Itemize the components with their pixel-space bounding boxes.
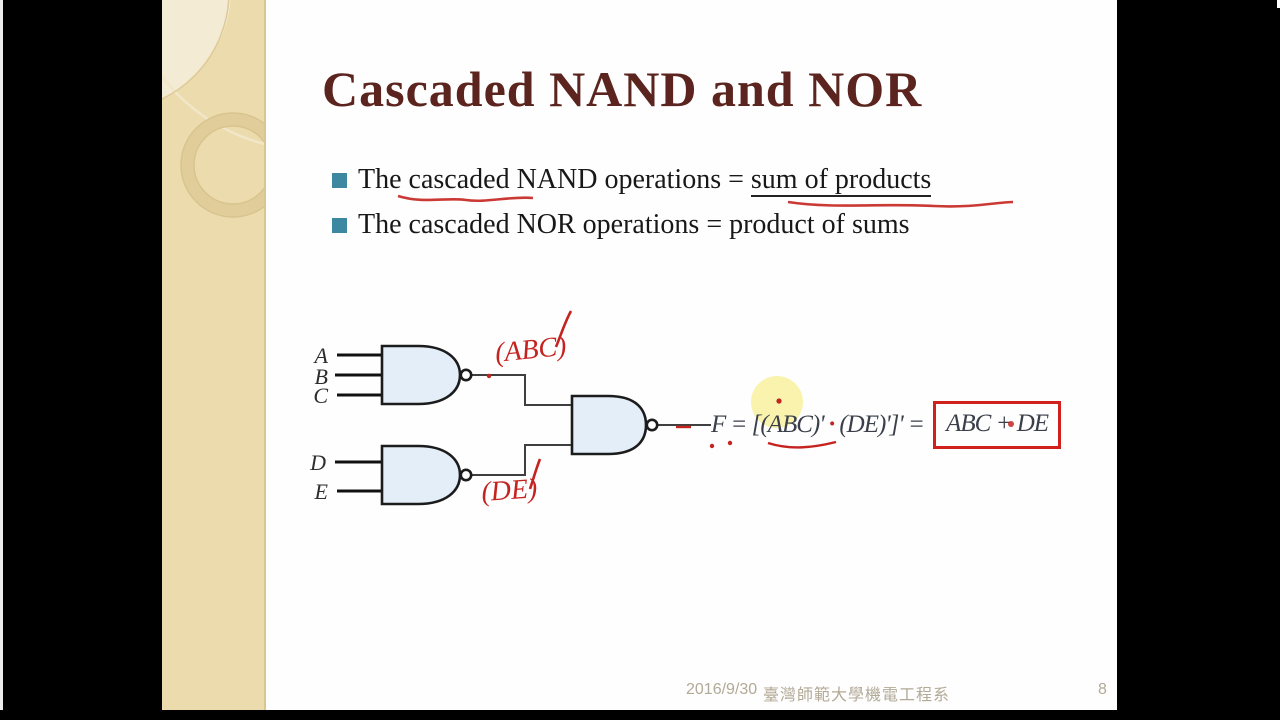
invert-bubble — [459, 468, 473, 482]
nand-gate-de — [380, 444, 462, 506]
slide-theme-sidebar — [162, 0, 499, 710]
underline-cascaded — [397, 194, 534, 203]
sidebar-decoration-art — [162, 0, 499, 710]
boolean-formula: F = [(ABC)' · (DE)']' = ABC + DE — [711, 399, 1062, 451]
formula-part3: (DE)']' = — [834, 411, 930, 438]
left-edge-sliver — [0, 0, 3, 714]
bullet-square-icon — [332, 173, 347, 188]
nand-gate-abc — [380, 344, 462, 406]
footer-page-number: 8 — [1098, 681, 1107, 698]
invert-bubble — [459, 368, 473, 382]
underline-sum-of-products — [787, 200, 1014, 208]
slide-footer: 2016/9/30 臺灣師範大學機電工程系 8 — [162, 681, 1117, 704]
input-labels: A B C D E — [309, 343, 328, 504]
slide-title: Cascaded NAND and NOR — [322, 61, 923, 117]
label-C: C — [313, 383, 328, 408]
bullet1-text: The cascaded NAND operations = sum of pr… — [358, 164, 932, 197]
corner-light-circle — [162, 0, 231, 98]
formula-abc-term: (ABC) — [760, 411, 820, 438]
formula-prime1: ' — [819, 411, 829, 438]
label-D: D — [309, 450, 326, 475]
formula-result: ABC + DE — [946, 410, 1049, 437]
label-E: E — [314, 479, 329, 504]
presentation-slide: Cascaded NAND and NOR The cascaded NAND … — [162, 0, 1117, 710]
top-right-notch — [1277, 0, 1280, 8]
bullet1-sum-of-products: sum of products — [750, 164, 932, 197]
bullet2-text: The cascaded NOR operations = product of… — [358, 209, 910, 240]
input-wires — [335, 353, 383, 493]
handwritten-abc-label: (ABC) — [493, 331, 567, 369]
bullet-item-1: The cascaded NAND operations = sum of pr… — [332, 164, 932, 197]
footer-date: 2016/9/30 — [686, 681, 758, 698]
bottom-letterbox-bar — [0, 710, 1280, 720]
formula-and-dot: · — [828, 411, 835, 438]
bullet1-pre: The — [358, 164, 409, 195]
bullet-square-icon — [332, 218, 347, 233]
invert-bubble — [645, 418, 659, 432]
label-A: A — [313, 343, 329, 368]
abc-prime-tick — [554, 310, 573, 348]
red-pen-annotations: (ABC) (DE) — [397, 194, 1014, 508]
result-red-box: ABC + DE — [933, 401, 1062, 449]
nand-gates — [380, 344, 659, 506]
interconnect-wires — [471, 374, 711, 476]
handwritten-de-label: (DE) — [480, 473, 538, 508]
bullet1-cascaded-word: cascaded — [408, 164, 510, 195]
footer-department: 臺灣師範大學機電工程系 — [763, 687, 951, 704]
nand-gate-output — [570, 394, 648, 456]
bullet1-mid: NAND operations = — [509, 164, 751, 195]
de-prime-tick — [528, 458, 542, 490]
pen-dot — [486, 373, 492, 379]
bullet-item-2: The cascaded NOR operations = product of… — [332, 209, 910, 241]
formula-part1: F = [ — [711, 411, 761, 438]
label-B: B — [315, 364, 328, 389]
